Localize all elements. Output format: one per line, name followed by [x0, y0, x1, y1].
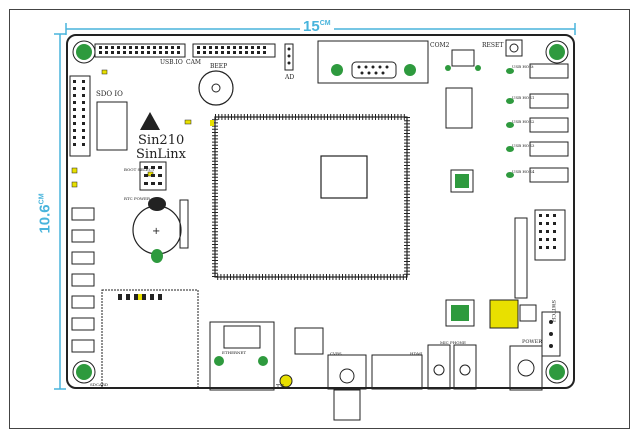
- logo-line1: Sin210: [138, 133, 185, 148]
- label-switch: SWITCH: [550, 300, 556, 323]
- label-mic-phone: MIC PHONE: [440, 340, 466, 345]
- label-ad: AD: [285, 74, 295, 81]
- label-usb-host2: USB HOS2: [512, 119, 535, 124]
- label-usb-host4: USB HOS4: [512, 169, 535, 174]
- label-beep: BEEP: [210, 63, 228, 70]
- label-reset: RESET: [482, 42, 504, 49]
- svg-text:+: +: [152, 226, 160, 237]
- label-power: POWER: [522, 339, 543, 345]
- label-usb-io: USB.IO: [160, 59, 183, 66]
- label-cam: CAM: [186, 59, 202, 66]
- label-usb-host1: USB HOS1: [512, 95, 535, 100]
- label-com2: COM2: [430, 42, 450, 49]
- label-ethernet: ETHERNET: [222, 350, 247, 355]
- width-dimension-label: 15CM: [300, 18, 334, 35]
- label-usb-host0: USB HOSt: [512, 64, 534, 69]
- label-sdio: SDO IO: [96, 90, 123, 98]
- mounting-hole-bottom-left: [72, 360, 96, 384]
- mounting-hole-bottom-right: [545, 360, 569, 384]
- mounting-hole-top-right: [545, 40, 569, 64]
- label-usb-host3: USB HOS3: [512, 143, 535, 148]
- label-ts: TS: [276, 384, 285, 391]
- label-hdmi: HDMI: [410, 351, 423, 356]
- label-boot-select: BOOT SELECT: [124, 167, 155, 172]
- circuit-board: [66, 34, 575, 389]
- label-sdcard: SDCARD: [90, 382, 109, 387]
- mounting-hole-top-left: [72, 40, 96, 64]
- label-rtc-power: RTC POWER: [124, 196, 150, 201]
- logo-line2: SinLinx: [136, 147, 186, 162]
- label-cvbs: CVBS: [330, 351, 342, 356]
- figure-frame: [9, 9, 630, 429]
